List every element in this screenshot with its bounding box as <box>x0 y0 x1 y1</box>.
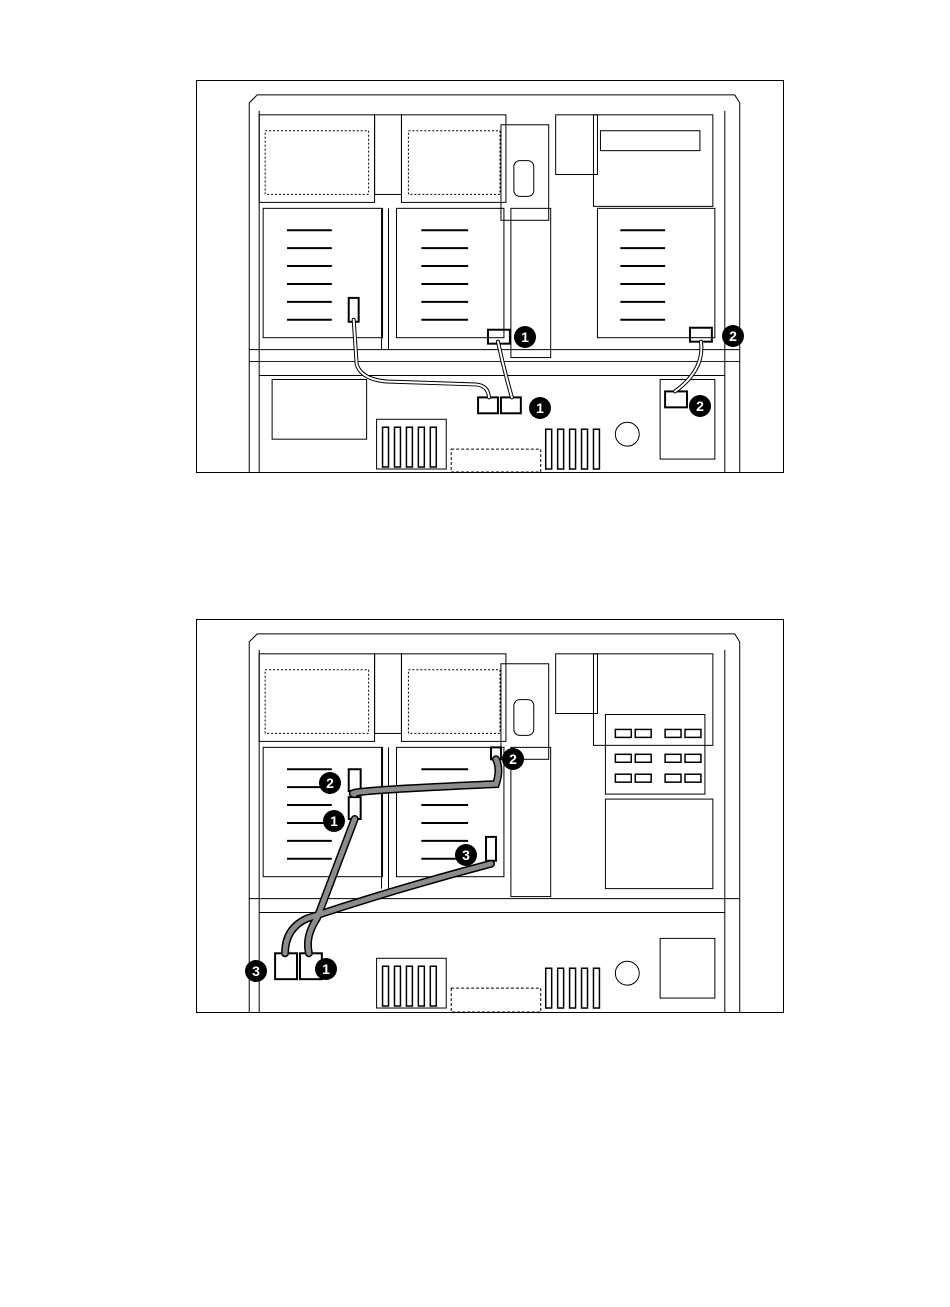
callout-2: 2 <box>319 772 341 794</box>
callout-1: 1 <box>323 810 345 832</box>
callout-1: 1 <box>514 326 536 348</box>
callout-2: 2 <box>689 395 711 417</box>
server-chassis-drawing-2 <box>197 620 783 1012</box>
callout-2: 2 <box>502 748 524 770</box>
callout-3: 3 <box>245 960 267 982</box>
callout-1: 1 <box>315 958 337 980</box>
cabling-diagram-2: 2 2 1 3 3 1 <box>196 619 784 1013</box>
callout-2: 2 <box>722 325 744 347</box>
cabling-diagram-1: 1 2 1 2 <box>196 80 784 473</box>
callout-3: 3 <box>455 844 477 866</box>
callout-1: 1 <box>529 397 551 419</box>
